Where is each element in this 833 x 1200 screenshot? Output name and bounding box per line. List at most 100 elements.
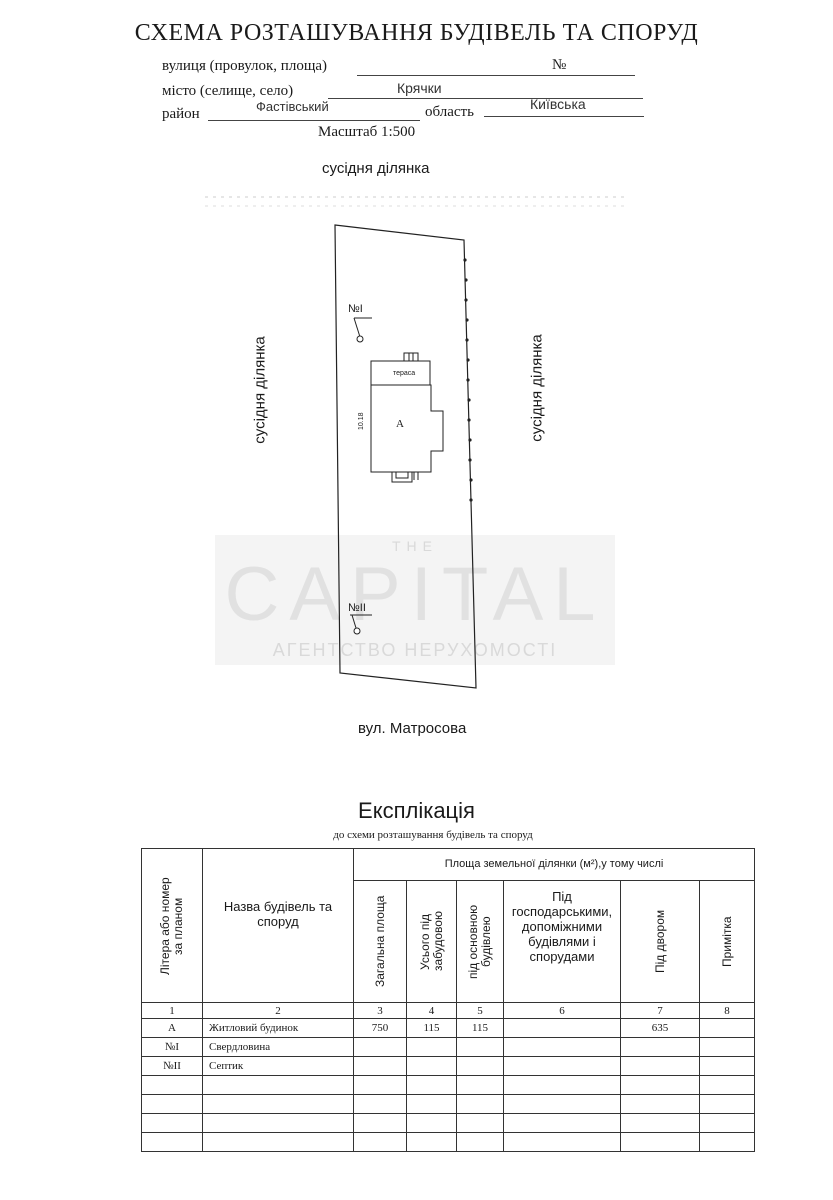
cell-yard: [620, 1132, 700, 1152]
cell-note: [698, 1075, 756, 1095]
header-total: Загальна площа: [372, 895, 387, 988]
cell-aux: [503, 1037, 621, 1057]
cell-main: [456, 1056, 504, 1076]
house-dimension: 10.18: [358, 412, 365, 430]
header-built-cell: Усього під забудовою: [406, 880, 457, 1003]
district-label: район: [162, 106, 200, 122]
header-yard: Під двором: [652, 909, 667, 974]
header-name-cell: Назва будівель та споруд: [202, 848, 354, 1003]
column-numbers-row: 1 2 3 4 5 6 7 8: [141, 1002, 756, 1019]
col-num: 8: [698, 1002, 756, 1019]
cell-letter: [141, 1113, 203, 1133]
table-row: А Житловий будинок 750 115 115 635: [141, 1018, 756, 1038]
cell-letter: [141, 1075, 203, 1095]
col-num: 3: [353, 1002, 407, 1019]
watermark-background: [215, 535, 615, 665]
cell-name: Житловий будинок: [202, 1018, 354, 1038]
cell-name: Свердловина: [202, 1037, 354, 1057]
table-row: [141, 1094, 756, 1114]
header-aux-cell: Під господарськими, допоміжними будівлям…: [503, 880, 621, 1003]
number-label: №: [552, 57, 567, 73]
cell-main: 115: [456, 1018, 504, 1038]
septic-leader: [351, 614, 357, 629]
city-label: місто (селище, село): [162, 83, 294, 99]
cell-built: 115: [406, 1018, 457, 1038]
col-num: 2: [202, 1002, 354, 1019]
septic-symbol: [353, 627, 361, 635]
region-label: область: [425, 104, 474, 120]
table-row: [141, 1075, 756, 1095]
cell-note: [698, 1037, 756, 1057]
header-yard-cell: Під двором: [620, 880, 700, 1003]
cell-letter: №ІІ: [141, 1056, 203, 1076]
header-built: Усього під забудовою: [417, 911, 445, 972]
city-underline: [328, 98, 643, 99]
explication-subtitle: до схеми розташування будівель та споруд: [333, 829, 533, 841]
street-underline: [357, 75, 635, 76]
cell-letter: [141, 1132, 203, 1152]
region-value: Київська: [530, 96, 586, 112]
header-main-cell: під основною будівлею: [456, 880, 504, 1003]
cell-aux: [503, 1075, 621, 1095]
col-num: 5: [456, 1002, 504, 1019]
cell-total: [353, 1056, 407, 1076]
cell-built: [406, 1075, 457, 1095]
cell-name: [202, 1075, 354, 1095]
street-bottom-label: вул. Матросова: [358, 720, 467, 737]
cell-main: [456, 1113, 504, 1133]
house-outline: [370, 352, 444, 483]
header-area: Площа земельної ділянки (м²),у тому числ…: [352, 848, 756, 881]
well-symbol: [356, 335, 364, 343]
watermark-line3: АГЕНТСТВО НЕРУХОМОСТІ: [272, 640, 558, 660]
cell-yard: [620, 1037, 700, 1057]
page-title: СХЕМА РОЗТАШУВАННЯ БУДІВЕЛЬ ТА СПОРУД: [134, 20, 699, 46]
cell-name: [202, 1132, 354, 1152]
table-row: [141, 1132, 756, 1152]
neighbor-right-label: сусідня ділянка: [528, 334, 546, 442]
cell-built: [406, 1113, 457, 1133]
header-letter: Літера або номер за планом: [158, 876, 185, 975]
cell-main: [456, 1037, 504, 1057]
cell-note: [698, 1018, 756, 1038]
veranda-label: тераса: [393, 370, 416, 377]
cell-total: [353, 1113, 407, 1133]
district-value: Фастівський: [256, 99, 329, 114]
well-leader: [353, 317, 361, 338]
well-label: №І: [348, 303, 363, 315]
cell-built: [406, 1132, 457, 1152]
header-note: Примітка: [719, 916, 734, 967]
cell-yard: [620, 1094, 700, 1114]
neighbor-top-label: сусідня ділянка: [322, 160, 430, 177]
cell-built: [406, 1056, 457, 1076]
cell-letter: [141, 1094, 203, 1114]
cell-aux: [503, 1094, 621, 1114]
watermark-line2: CAPITAL: [224, 552, 606, 637]
table-row: [141, 1113, 756, 1133]
cell-main: [456, 1075, 504, 1095]
explication-table: Літера або номер за планом Назва будівел…: [141, 848, 756, 1152]
septic-label: №ІІ: [348, 602, 366, 614]
fence-markers: [463, 258, 473, 502]
cell-main: [456, 1094, 504, 1114]
cell-total: [353, 1094, 407, 1114]
cell-name: [202, 1094, 354, 1114]
header-letter-cell: Літера або номер за планом: [141, 848, 203, 1003]
cell-built: [406, 1037, 457, 1057]
table-row: №І Свердловина: [141, 1037, 756, 1057]
land-plot-boundary: [334, 224, 477, 689]
district-underline: [208, 120, 420, 121]
cell-letter: А: [141, 1018, 203, 1038]
cell-yard: [620, 1056, 700, 1076]
col-num: 7: [620, 1002, 700, 1019]
city-value: Крячки: [397, 80, 442, 96]
cell-note: [698, 1094, 756, 1114]
cell-total: [353, 1037, 407, 1057]
cell-yard: [620, 1113, 700, 1133]
col-num: 1: [141, 1002, 203, 1019]
cell-total: [353, 1075, 407, 1095]
cell-aux: [503, 1132, 621, 1152]
cell-aux: [503, 1113, 621, 1133]
cell-aux: [503, 1018, 621, 1038]
building-letter: А: [396, 418, 404, 430]
